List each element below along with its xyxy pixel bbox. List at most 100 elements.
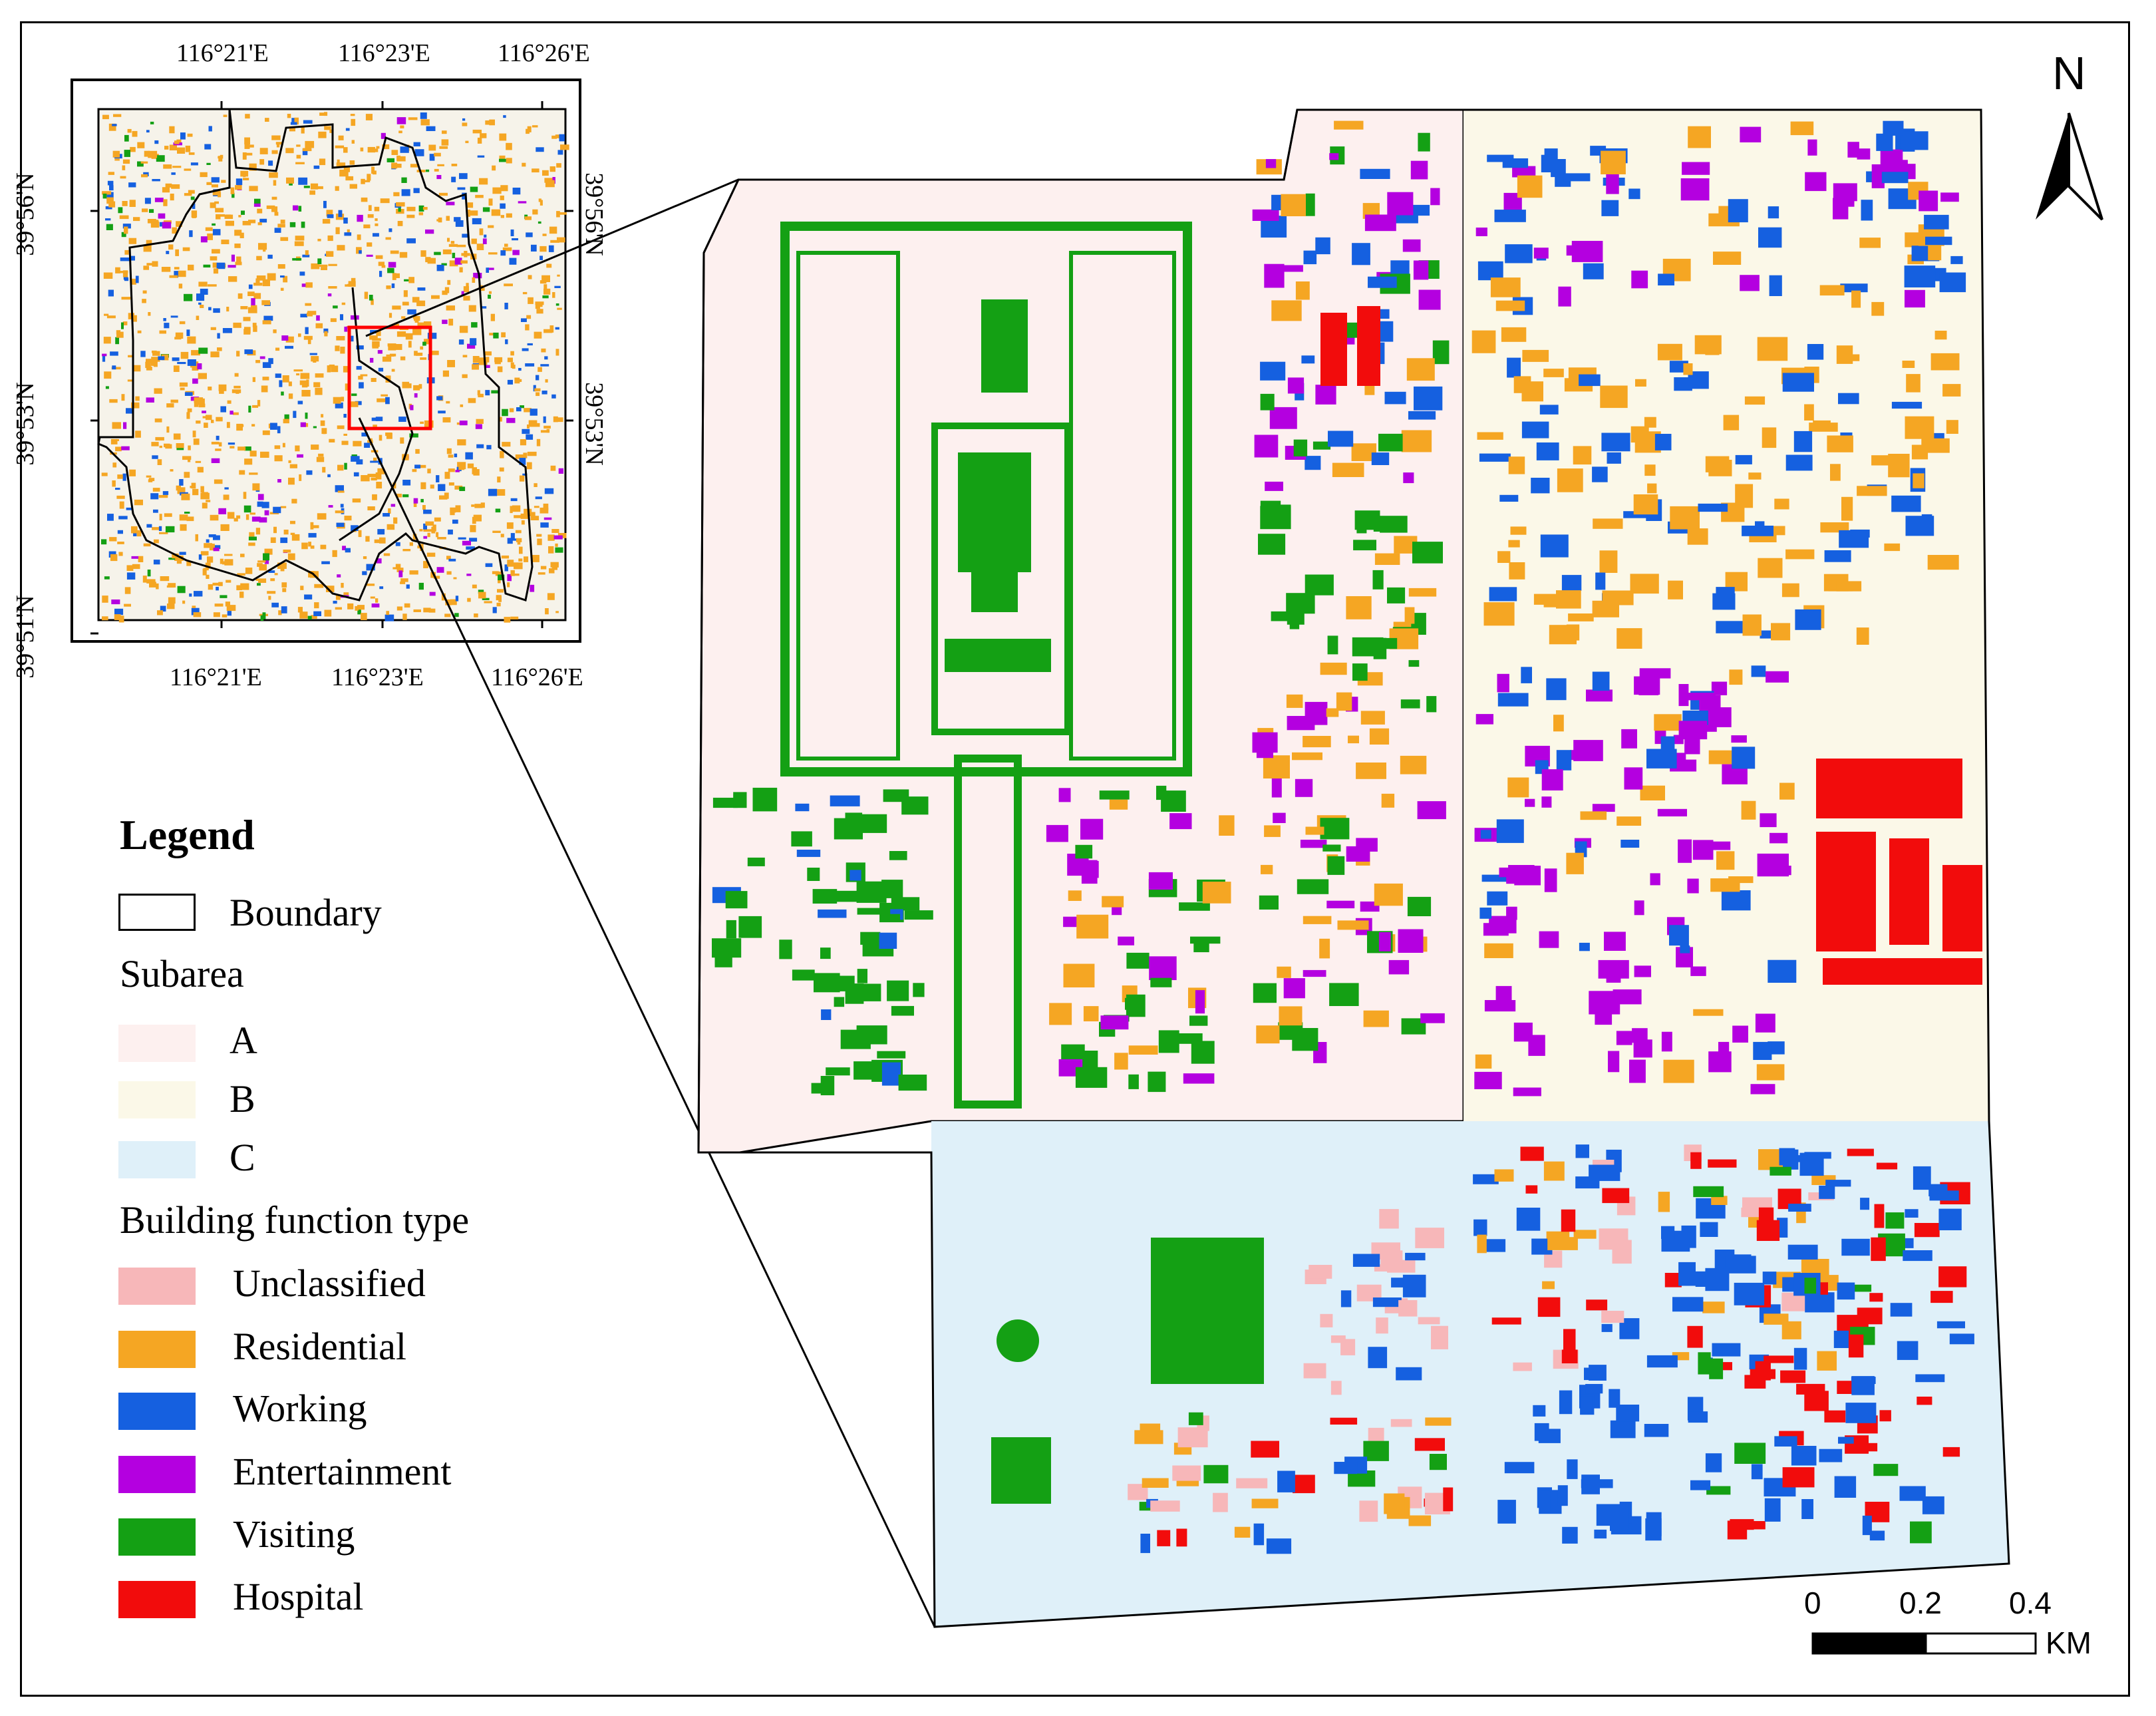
inset-landuse-patch [532,125,538,128]
inset-landuse-patch [290,122,297,125]
inset-landuse-patch [288,381,292,387]
inset-landuse-patch [157,459,162,465]
building-footprint [1946,420,1958,434]
building-footprint [1834,199,1855,207]
inset-landuse-patch [285,336,294,343]
inset-landuse-patch [114,422,121,426]
inset-landuse-patch [431,526,436,534]
inset-landuse-patch [130,146,136,152]
inset-landuse-patch [308,542,311,547]
inset-landuse-patch [154,388,162,394]
building-footprint [1432,340,1450,365]
inset-landuse-patch [134,499,143,506]
inset-landuse-patch [406,206,416,212]
inset-landuse-patch [193,612,202,617]
inset-landuse-patch [196,421,201,424]
inset-landuse-patch [441,263,447,266]
inset-landuse-patch [283,419,289,424]
inset-landuse-patch [297,401,303,405]
inset-landuse-patch [178,270,186,277]
inset-landuse-patch [451,176,456,182]
hospital-cluster-a [1320,306,1380,386]
building-footprint [1173,1033,1203,1044]
scale-tick-2: 0.4 [2009,1586,2052,1620]
building-footprint [818,909,847,918]
inset-landuse-patch [466,546,475,550]
inset-landuse-patch [179,382,188,387]
building-footprint [1378,433,1403,452]
building-footprint [1283,978,1305,999]
inset-landuse-patch [539,200,543,206]
inset-landuse-patch [115,337,119,345]
building-footprint [1379,1209,1399,1229]
inset-landuse-patch [259,356,265,359]
building-footprint [1360,711,1385,725]
inset-landuse-patch [483,351,492,356]
inset-landuse-patch [462,234,469,238]
building-footprint [1851,1376,1875,1395]
building-footprint [1897,1341,1919,1360]
inset-landuse-patch [121,446,130,450]
building-footprint [1905,416,1934,439]
inset-landuse-patch [530,516,539,520]
inset-landuse-patch [152,455,158,459]
inset-landuse-patch [488,225,494,228]
inset-landuse-patch [394,344,402,350]
inset-landuse-patch [102,616,108,621]
inset-landuse-patch [524,216,532,220]
building-footprint [779,940,792,959]
inset-landuse-patch [448,244,458,247]
inset-landuse-patch [462,192,467,200]
inset-landuse-patch [367,242,373,247]
inset-landuse-patch [547,534,555,541]
residential-swatch [118,1331,196,1368]
building-footprint [1586,1299,1608,1311]
inset-landuse-patch [282,588,287,592]
inset-landuse-patch [287,114,291,118]
building-footprint [1661,1031,1672,1052]
inset-landuse-patch [216,435,220,440]
inset-landuse-patch [501,555,510,559]
inset-landuse-patch [285,345,293,349]
inset-landuse-patch [376,558,382,564]
building-footprint [1756,1064,1785,1081]
inset-landuse-patch [200,288,208,295]
inset-landuse-patch [106,197,114,204]
inset-landuse-patch [251,516,261,522]
inset-landuse-patch [500,185,508,192]
inset-landuse-patch [349,335,354,342]
building-footprint [1537,1297,1561,1317]
inset-landuse-patch [117,474,123,479]
inset-landuse-patch [159,532,168,534]
building-footprint [1118,936,1134,945]
building-footprint [1368,1347,1388,1369]
building-footprint [1128,1074,1139,1089]
building-footprint [1596,1504,1628,1526]
building-footprint [1678,684,1689,707]
building-footprint [1744,396,1766,405]
inset-landuse-patch [174,267,180,269]
entertainment-label: Entertainment [233,1450,452,1493]
inset-landuse-patch [270,537,276,543]
building-footprint [1353,540,1376,551]
inset-landuse-patch [306,379,309,387]
building-footprint [1755,1361,1771,1381]
visiting-swatch [118,1518,196,1556]
inset-landuse-patch [194,591,203,597]
inset-landuse-patch [187,133,193,137]
building-footprint [1513,376,1531,393]
inset-landuse-patch [552,292,555,298]
inset-landuse-patch [431,295,440,299]
inset-landuse-patch [131,256,135,261]
building-footprint [791,831,812,847]
inset-landuse-patch [105,218,111,221]
inset-ticks [90,101,573,635]
inset-landuse-patch [446,305,455,311]
inset-landuse-patch [496,602,501,607]
inset-landuse-patch [359,250,362,254]
inset-landuse-patch [406,238,416,244]
building-footprint [1360,168,1390,179]
building-footprint [1102,896,1124,908]
inset-landuse-patch [108,172,114,175]
building-footprint [1734,1282,1765,1305]
